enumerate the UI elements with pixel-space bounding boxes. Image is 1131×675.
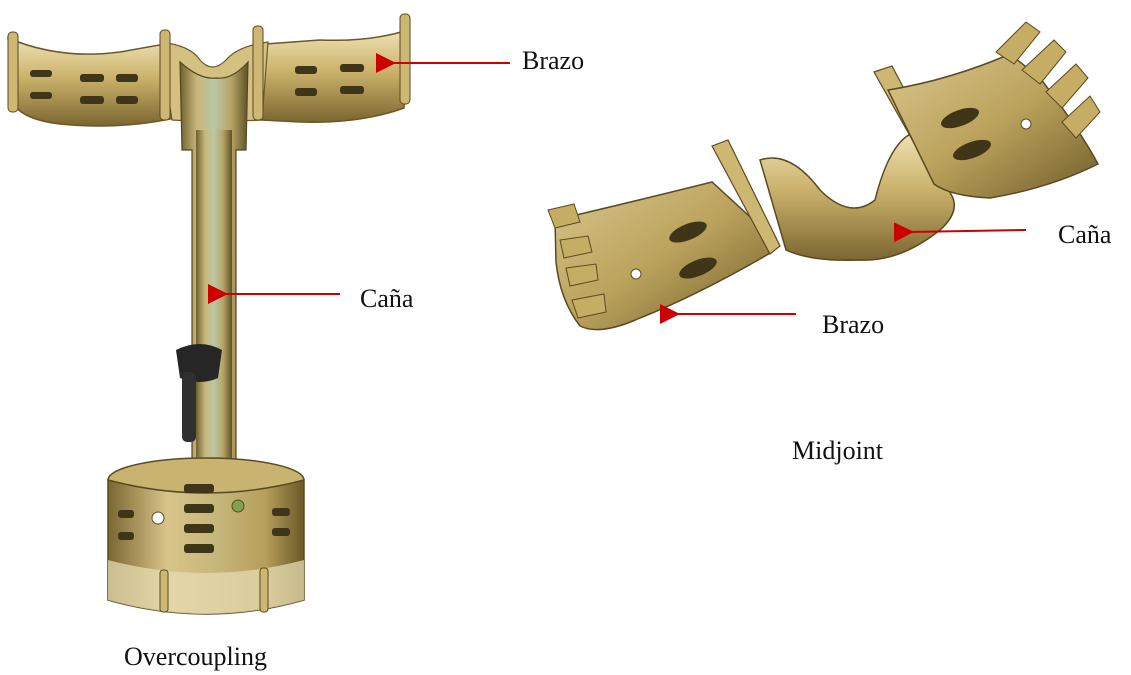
- midjoint-photo: [548, 22, 1100, 330]
- overcoupling-arm-label: Brazo: [522, 48, 584, 74]
- overcoupling-photo: [8, 14, 410, 614]
- overcoupling-bottom-ring: [108, 458, 304, 614]
- midjoint-shank-label: Caña: [1058, 222, 1111, 248]
- midjoint-caption: Midjoint: [792, 438, 883, 464]
- overcoupling-shaft: [176, 62, 248, 470]
- overcoupling-shank-label: Caña: [360, 286, 413, 312]
- midjoint-arm-label: Brazo: [822, 312, 884, 338]
- overcoupling-caption: Overcoupling: [124, 644, 267, 670]
